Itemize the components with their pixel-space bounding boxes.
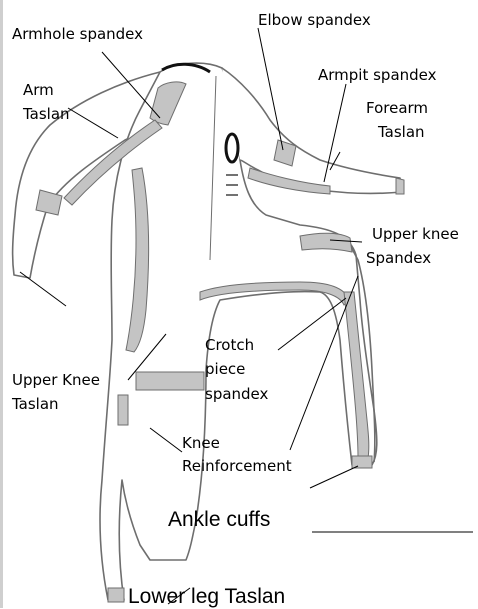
label-knee-reinforcement-line2: Reinforcement: [182, 456, 292, 477]
label-ankle-cuffs: Ankle cuffs: [168, 507, 270, 532]
leader-ankle-cuffs: [310, 466, 358, 488]
label-arm-taslan-line1: Arm: [23, 80, 54, 101]
label-upper-knee-taslan-line2: Taslan: [12, 394, 59, 415]
left-arm-spandex-panel: [36, 190, 62, 215]
label-upper-knee-spandex-line1: Upper knee: [372, 224, 459, 245]
label-elbow-spandex: Elbow spandex: [258, 10, 371, 31]
ankle-cuff-panel: [352, 456, 372, 468]
leader-crotch-piece-spandex: [278, 298, 346, 350]
leader-left-arm-cuff: [20, 272, 66, 306]
upper-knee-taslan-band: [136, 372, 204, 390]
label-crotch-line2: piece: [205, 359, 245, 380]
knee-reinforcement-panel: [118, 395, 128, 425]
forearm-cuff-panel: [396, 178, 404, 194]
label-upper-knee-taslan-line1: Upper Knee: [12, 370, 100, 391]
upper-knee-spandex-panel: [300, 233, 352, 252]
label-forearm-taslan-line2: Taslan: [378, 122, 425, 143]
label-armhole-spandex: Armhole spandex: [12, 24, 143, 45]
label-crotch-line1: Crotch: [205, 335, 254, 356]
label-armpit-spandex: Armpit spandex: [318, 65, 437, 86]
label-forearm-taslan-line1: Forearm: [366, 98, 428, 119]
label-knee-reinforcement-line1: Knee: [182, 433, 220, 454]
label-arm-taslan-line2: Taslan: [23, 104, 70, 125]
label-upper-knee-spandex-line2: Spandex: [366, 248, 431, 269]
lower-leg-cuff-panel: [108, 588, 124, 602]
label-lower-leg-taslan: Lower leg Taslan: [128, 584, 285, 609]
label-crotch-line3: spandex: [205, 384, 268, 405]
